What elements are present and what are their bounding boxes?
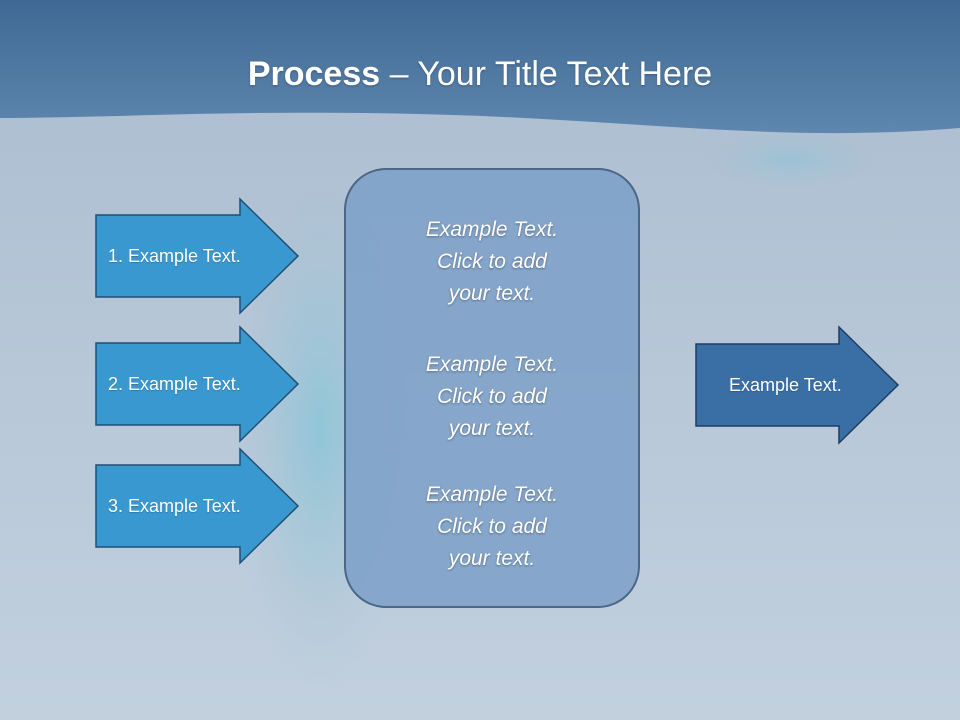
input-arrow-1[interactable]: 1. Example Text. [95, 197, 300, 315]
process-text-block-3[interactable]: Example Text. Click to add your text. [346, 479, 638, 575]
block-2-line-1: Example Text. [425, 353, 559, 376]
process-text-block-1[interactable]: Example Text. Click to add your text. [346, 214, 638, 310]
slide-title: Process – Your Title Text Here [0, 52, 960, 96]
title-bold: Process [247, 55, 381, 93]
block-2-line-2: Click to add [437, 385, 547, 408]
input-arrow-3[interactable]: 3. Example Text. [95, 447, 300, 565]
title-rest: – Your Title Text Here [380, 55, 713, 93]
block-3-line-2: Click to add [437, 515, 547, 538]
process-box[interactable]: Example Text. Click to add your text. Ex… [344, 168, 640, 608]
input-arrow-3-label: 3. Example Text. [108, 495, 241, 516]
block-2-line-3: your text. [448, 417, 536, 440]
output-arrow[interactable]: Example Text. [695, 325, 900, 445]
input-arrow-1-label: 1. Example Text. [108, 245, 241, 266]
block-3-line-3: your text. [448, 547, 536, 570]
input-arrow-2-label: 2. Example Text. [108, 373, 241, 394]
block-3-line-1: Example Text. [425, 483, 559, 506]
process-text-block-2[interactable]: Example Text. Click to add your text. [346, 349, 638, 445]
input-arrow-2[interactable]: 2. Example Text. [95, 325, 300, 443]
block-1-line-1: Example Text. [425, 218, 559, 241]
output-arrow-label: Example Text. [729, 374, 842, 395]
block-1-line-2: Click to add [437, 250, 547, 273]
block-1-line-3: your text. [448, 282, 536, 305]
